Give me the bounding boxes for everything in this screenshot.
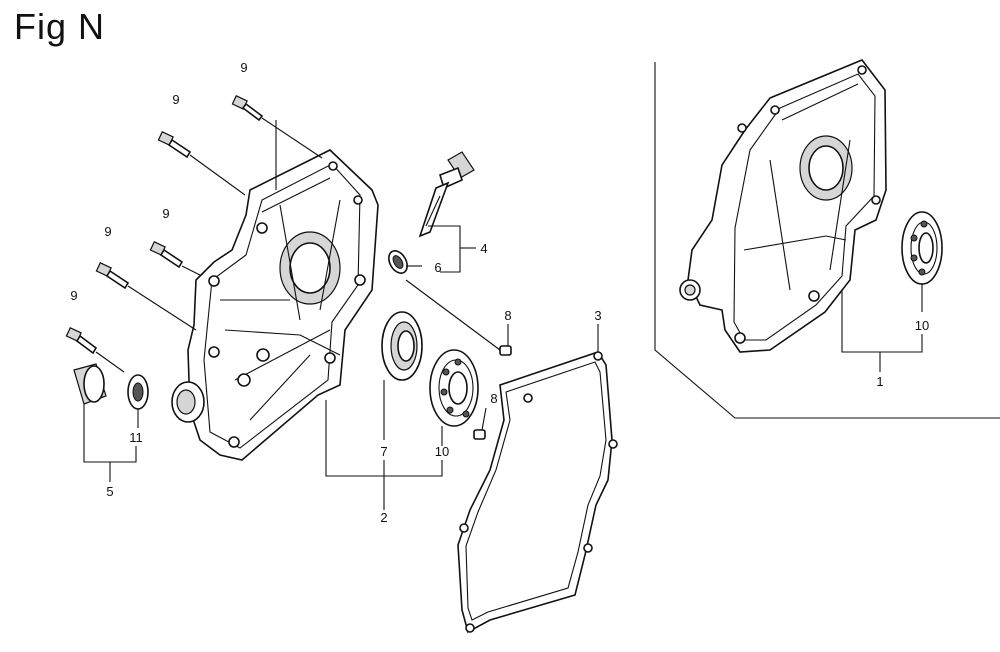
- callout-3: 3: [594, 308, 601, 323]
- callout-9: 9: [162, 206, 169, 221]
- ball-bearing[interactable]: [429, 349, 479, 427]
- figure-title: Fig N: [14, 6, 106, 47]
- callout-5: 5: [106, 484, 113, 499]
- dowel-pin[interactable]: [473, 429, 486, 440]
- inset-ball-bearing[interactable]: [901, 211, 943, 285]
- flange-bolt[interactable]: [231, 95, 264, 122]
- crankcase-cover-assembly[interactable]: [679, 59, 887, 353]
- callout-7: 7: [380, 444, 387, 459]
- callout-10: 10: [915, 318, 929, 333]
- o-ring[interactable]: [385, 248, 411, 277]
- callout-11: 11: [129, 430, 143, 445]
- callout-9: 9: [70, 288, 77, 303]
- callout-10: 10: [435, 444, 449, 459]
- flange-bolt[interactable]: [149, 241, 184, 269]
- flange-bolt[interactable]: [65, 327, 98, 355]
- governor-holder[interactable]: [73, 363, 107, 405]
- callout-8: 8: [504, 308, 511, 323]
- oil-seal[interactable]: [381, 311, 423, 381]
- callout-2: 2: [380, 510, 387, 525]
- dowel-pin[interactable]: [499, 345, 512, 356]
- flange-bolt[interactable]: [95, 262, 130, 290]
- callout-1: 1: [876, 374, 883, 389]
- governor-oil-seal[interactable]: [127, 374, 149, 410]
- callout-6: 6: [434, 260, 441, 275]
- flange-bolt[interactable]: [157, 131, 192, 159]
- assembly-inset-border: [654, 62, 1000, 419]
- crankcase-gasket[interactable]: [457, 351, 618, 634]
- leader-lines: [83, 117, 923, 510]
- crankcase-cover[interactable]: [187, 149, 379, 461]
- callout-4: 4: [480, 241, 487, 256]
- oil-filler-cap[interactable]: [418, 151, 475, 238]
- callout-9: 9: [240, 60, 247, 75]
- governor-shaft-boss[interactable]: [171, 381, 205, 423]
- callout-8: 8: [490, 391, 497, 406]
- callout-9: 9: [172, 92, 179, 107]
- callout-labels: 9 9 9 9 9 4 6 8 8 3 7 10 2 11 5 10 1: [70, 60, 929, 525]
- callout-9: 9: [104, 224, 111, 239]
